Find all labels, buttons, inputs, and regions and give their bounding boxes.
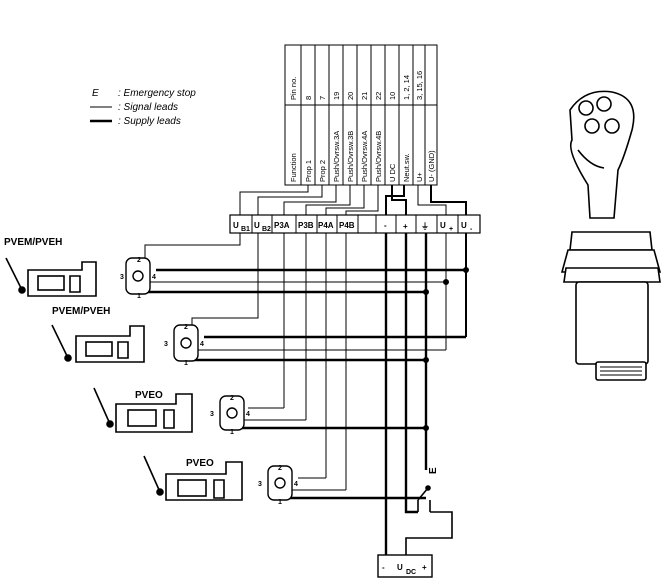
- connector-pin: 2: [137, 257, 141, 264]
- joystick-icon: [560, 90, 662, 381]
- connector-pin: 2: [184, 324, 188, 331]
- module-label: PVEO: [135, 390, 163, 401]
- pin-table: Function Pin no. Prop 1 8 Prop 2 7 Push/…: [284, 44, 438, 186]
- power-supply: - U DC +: [377, 554, 433, 578]
- terminal-uplus: U: [440, 221, 446, 230]
- legend-signal-text: : Signal leads: [118, 102, 178, 113]
- terminal-p4a: P4A: [318, 221, 334, 230]
- emergency-stop-label: E: [428, 467, 439, 474]
- module-label: PVEM/PVEH: [52, 306, 110, 317]
- table-row-pin: 10: [388, 92, 397, 100]
- module-3: PVEO 2 3 4 1: [93, 387, 250, 436]
- power-supply-sub: DC: [406, 569, 416, 576]
- connector-pin: 4: [200, 341, 204, 348]
- connector-pin: 1: [137, 293, 141, 300]
- connector-pin: 2: [278, 465, 282, 472]
- table-row-function: Push/Ovrsw.3A: [332, 131, 341, 182]
- table-row-function: Push/Ovrsw.4A: [360, 131, 369, 182]
- module-label: PVEM/PVEH: [4, 237, 62, 248]
- table-row-pin: 19: [332, 92, 341, 100]
- terminal-plus: +: [403, 222, 408, 231]
- terminal-uplus-sub: +: [449, 226, 453, 233]
- table-to-terminal-leads: [239, 185, 467, 215]
- module-4: PVEO 2 3 4 1: [143, 455, 298, 506]
- table-row-pin: 22: [374, 92, 383, 100]
- table-row-function: Push/Ovrsw.4B: [374, 131, 383, 182]
- connector-pin: 1: [278, 499, 282, 506]
- module-label: PVEO: [186, 458, 214, 469]
- legend: E : Emergency stop : Signal leads : Supp…: [90, 88, 196, 127]
- table-row-function: Prop 2: [318, 160, 327, 182]
- connector-icon: [219, 395, 245, 431]
- table-row-function: U- (GND): [427, 150, 436, 182]
- terminal-p3b: P3B: [298, 221, 314, 230]
- legend-emergency-text: : Emergency stop: [118, 88, 196, 99]
- connector-pin: 3: [164, 341, 168, 348]
- table-row-function: U+: [415, 172, 424, 182]
- legend-supply-text: : Supply leads: [118, 116, 181, 127]
- connector-pin: 4: [294, 481, 298, 488]
- table-row-pin: 8: [304, 96, 313, 100]
- emergency-switch-icon: [405, 485, 453, 555]
- actuator-icon: [143, 455, 243, 501]
- emergency-stop: E: [405, 467, 453, 555]
- legend-emergency-key: E: [92, 88, 99, 99]
- table-header-pin: Pin no.: [289, 77, 298, 100]
- actuator-icon: [93, 387, 193, 433]
- terminal-strip: U B1 U B2 P3A P3B P4A P4B - + ⏚ U + U -: [229, 214, 481, 234]
- table-header-function: Function: [289, 153, 298, 182]
- table-row-pin: 1, 2, 14: [402, 75, 411, 100]
- table-row-pin: 21: [360, 92, 369, 100]
- table-row-function: Prop 1: [304, 160, 313, 182]
- terminal-p4b: P4B: [339, 221, 355, 230]
- connector-pin: 4: [246, 411, 250, 418]
- terminal-ub1: U: [233, 221, 239, 230]
- actuator-icon: [5, 257, 97, 297]
- power-supply-minus: -: [382, 563, 385, 572]
- connector-icon: [125, 257, 151, 295]
- power-supply-plus: +: [422, 563, 427, 572]
- terminal-ub2-sub: B2: [262, 226, 271, 233]
- module-leads: [140, 265, 469, 500]
- table-row-function: Neut.sw.: [402, 153, 411, 182]
- module-1: PVEM/PVEH 2 3 4 1: [4, 237, 156, 300]
- terminal-buses: [144, 233, 467, 555]
- actuator-icon: [51, 324, 145, 363]
- connector-icon: [267, 465, 293, 501]
- table-row-function: U DC: [388, 163, 397, 182]
- table-row-pin: 3, 15, 16: [415, 71, 424, 100]
- terminal-minus: -: [384, 221, 387, 230]
- terminal-ub2: U: [254, 221, 260, 230]
- terminal-ground: ⏚: [421, 222, 429, 231]
- connector-icon: [173, 324, 199, 362]
- table-row-function: Push/Ovrsw.3B: [346, 131, 355, 182]
- connector-pin: 3: [120, 274, 124, 281]
- connector-pin: 4: [152, 274, 156, 281]
- connector-pin: 3: [258, 481, 262, 488]
- terminal-uminus: U: [461, 221, 467, 230]
- connector-pin: 2: [230, 395, 234, 402]
- table-row-pin: 7: [318, 96, 327, 100]
- terminal-uminus-sub: -: [470, 226, 473, 233]
- table-row-pin: 20: [346, 92, 355, 100]
- connector-pin: 1: [184, 360, 188, 367]
- terminal-p3a: P3A: [274, 221, 290, 230]
- power-supply-label: U: [397, 563, 403, 572]
- module-2: PVEM/PVEH 2 3 4 1: [51, 306, 204, 367]
- connector-pin: 1: [230, 429, 234, 436]
- connector-pin: 3: [210, 411, 214, 418]
- terminal-ub1-sub: B1: [241, 226, 250, 233]
